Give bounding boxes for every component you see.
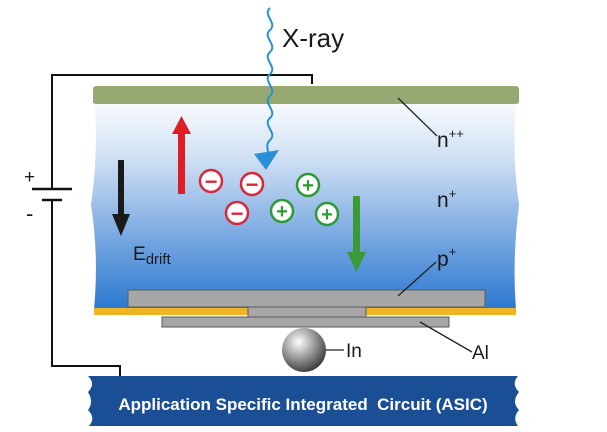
p-plus-label: p+	[437, 244, 456, 271]
n-plus-plus-leader-line	[397, 97, 438, 137]
svg-text:+: +	[302, 175, 314, 197]
svg-text:−: −	[205, 169, 218, 194]
xray-label: X-ray	[282, 23, 344, 53]
indium-bump	[282, 328, 326, 372]
aluminum-plate-middle	[247, 306, 367, 318]
xray-wave-icon	[266, 7, 274, 157]
p-plus-leader-line	[397, 261, 437, 297]
asic-band	[88, 376, 519, 426]
red-up-arrow-icon	[172, 116, 191, 194]
aluminum-plate-bottom	[161, 316, 450, 328]
electron-charge: −	[224, 200, 250, 226]
svg-text:+: +	[321, 204, 333, 226]
detector-body	[91, 94, 519, 310]
green-down-arrow-icon	[347, 196, 366, 272]
p-plus-contact-plate	[127, 289, 486, 308]
xray-arrowhead-icon	[254, 150, 279, 170]
aluminum-leader-line	[419, 321, 473, 353]
asic-label: Application Specific Integrated Circuit …	[118, 395, 487, 414]
electron-charge: −	[198, 168, 224, 194]
hole-charge: +	[295, 172, 321, 198]
svg-text:−: −	[246, 172, 259, 197]
svg-text:+: +	[276, 201, 288, 223]
electron-charge: −	[239, 171, 265, 197]
hole-charge: +	[269, 198, 295, 224]
svg-text:−: −	[231, 201, 244, 226]
aluminum-label: Al	[472, 343, 489, 364]
top-contact-layer	[93, 86, 519, 104]
circuit-wire-top	[51, 74, 313, 176]
battery-plus-label: +	[24, 167, 35, 188]
circuit-wire-bottom	[51, 212, 121, 380]
battery-icon	[32, 176, 72, 212]
e-drift-label: Edrift	[133, 244, 172, 268]
n-plus-plus-label: n++	[437, 126, 464, 152]
drift-down-arrow-icon	[112, 160, 130, 236]
n-plus-label: n+	[437, 186, 456, 212]
battery-minus-label: -	[26, 201, 33, 226]
hole-charge: +	[314, 201, 340, 227]
indium-label: In	[346, 341, 362, 362]
